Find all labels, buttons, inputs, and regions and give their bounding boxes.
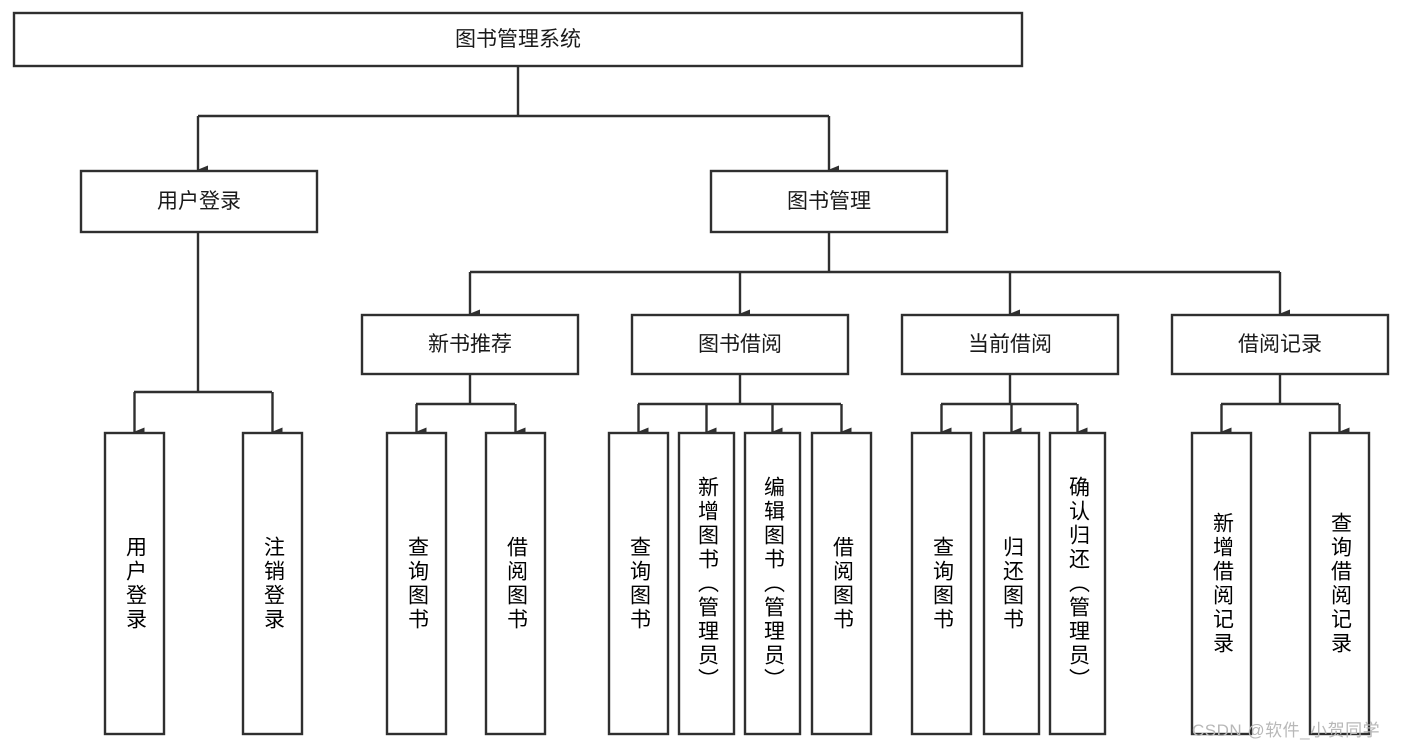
node-label-wrap-leaf-query-book-3: 查询图书	[930, 535, 954, 632]
node-label-user-login: 用户登录	[157, 190, 241, 213]
node-label-wrap-leaf-query-book-1: 查询图书	[405, 535, 429, 632]
node-label-wrap-leaf-user-login: 用户登录	[123, 535, 147, 632]
node-label-leaf-logout: 注销登录	[261, 535, 285, 632]
node-label-wrap-leaf-borrow-book-1: 借阅图书	[504, 535, 528, 632]
node-leaf-user-login[interactable]: 用户登录	[103, 431, 166, 736]
node-label-root: 图书管理系统	[455, 28, 581, 51]
node-box-leaf-add-book	[677, 431, 736, 736]
node-box-current-borrow	[900, 313, 1120, 376]
node-leaf-query-book-2[interactable]: 查询图书	[607, 431, 670, 736]
node-borrow-record[interactable]: 借阅记录	[1170, 313, 1390, 376]
node-box-root	[12, 11, 1024, 68]
node-box-leaf-borrow-book-1	[484, 431, 547, 736]
node-label-borrow-record: 借阅记录	[1238, 333, 1322, 356]
node-box-leaf-query-book-1	[385, 431, 448, 736]
node-leaf-add-record[interactable]: 新增借阅记录	[1190, 431, 1253, 736]
node-label-leaf-borrow-book-2: 借阅图书	[830, 535, 854, 632]
node-box-leaf-logout	[241, 431, 304, 736]
node-label-wrap-leaf-logout: 注销登录	[261, 535, 285, 632]
node-user-login[interactable]: 用户登录	[79, 169, 319, 234]
node-leaf-query-record[interactable]: 查询借阅记录	[1308, 431, 1371, 736]
node-label-leaf-query-book-1: 查询图书	[405, 535, 429, 632]
node-label-new-book-recommend: 新书推荐	[428, 333, 512, 356]
node-label-leaf-return-book: 归还图书	[1000, 535, 1024, 632]
connector-layer	[133, 66, 1350, 437]
node-current-borrow[interactable]: 当前借阅	[900, 313, 1120, 376]
node-box-leaf-borrow-book-2	[810, 431, 873, 736]
node-label-leaf-add-record: 新增借阅记录	[1210, 511, 1234, 656]
node-leaf-edit-book[interactable]: 编辑图书（管理员）	[743, 431, 802, 736]
node-label-leaf-borrow-book-1: 借阅图书	[504, 535, 528, 632]
node-leaf-query-book-1[interactable]: 查询图书	[385, 431, 448, 736]
node-label-leaf-add-book: 新增图书（管理员）	[695, 475, 719, 692]
node-leaf-borrow-book-2[interactable]: 借阅图书	[810, 431, 873, 736]
node-box-leaf-query-book-2	[607, 431, 670, 736]
node-box-new-book-recommend	[360, 313, 580, 376]
node-label-wrap-leaf-add-book: 新增图书（管理员）	[695, 475, 719, 692]
node-box-leaf-query-book-3	[910, 431, 973, 736]
node-book-manage[interactable]: 图书管理	[709, 169, 949, 234]
node-leaf-add-book[interactable]: 新增图书（管理员）	[677, 431, 736, 736]
node-box-borrow-record	[1170, 313, 1390, 376]
node-leaf-return-book[interactable]: 归还图书	[982, 431, 1041, 736]
node-book-borrow[interactable]: 图书借阅	[630, 313, 850, 376]
node-box-leaf-query-record	[1308, 431, 1371, 736]
node-leaf-borrow-book-1[interactable]: 借阅图书	[484, 431, 547, 736]
node-box-leaf-edit-book	[743, 431, 802, 736]
node-leaf-logout[interactable]: 注销登录	[241, 431, 304, 736]
node-layer: 图书管理系统用户登录图书管理新书推荐图书借阅当前借阅借阅记录用户登录注销登录查询…	[12, 11, 1390, 736]
node-label-wrap-leaf-return-book: 归还图书	[1000, 535, 1024, 632]
node-label-wrap-leaf-query-record: 查询借阅记录	[1328, 511, 1352, 656]
csdn-watermark: CSDN @软件_小贺同学	[1192, 721, 1381, 740]
node-label-book-borrow: 图书借阅	[698, 333, 782, 356]
node-label-wrap-leaf-add-record: 新增借阅记录	[1210, 511, 1234, 656]
node-label-leaf-confirm-return: 确认归还（管理员）	[1066, 475, 1090, 692]
node-label-wrap-leaf-confirm-return: 确认归还（管理员）	[1066, 475, 1090, 692]
node-label-leaf-query-record: 查询借阅记录	[1328, 511, 1352, 656]
node-label-wrap-leaf-edit-book: 编辑图书（管理员）	[761, 475, 785, 692]
node-label-leaf-query-book-2: 查询图书	[627, 535, 651, 632]
node-label-book-manage: 图书管理	[787, 190, 871, 213]
node-label-current-borrow: 当前借阅	[968, 333, 1052, 356]
node-box-leaf-user-login	[103, 431, 166, 736]
node-box-book-borrow	[630, 313, 850, 376]
node-label-leaf-user-login: 用户登录	[123, 535, 147, 632]
node-new-book-recommend[interactable]: 新书推荐	[360, 313, 580, 376]
node-box-book-manage	[709, 169, 949, 234]
node-box-leaf-confirm-return	[1048, 431, 1107, 736]
node-box-leaf-return-book	[982, 431, 1041, 736]
node-label-leaf-edit-book: 编辑图书（管理员）	[761, 475, 785, 692]
node-box-leaf-add-record	[1190, 431, 1253, 736]
node-leaf-query-book-3[interactable]: 查询图书	[910, 431, 973, 736]
node-label-wrap-leaf-borrow-book-2: 借阅图书	[830, 535, 854, 632]
node-label-leaf-query-book-3: 查询图书	[930, 535, 954, 632]
node-box-user-login	[79, 169, 319, 234]
node-label-wrap-leaf-query-book-2: 查询图书	[627, 535, 651, 632]
node-leaf-confirm-return[interactable]: 确认归还（管理员）	[1048, 431, 1107, 736]
node-root[interactable]: 图书管理系统	[12, 11, 1024, 68]
